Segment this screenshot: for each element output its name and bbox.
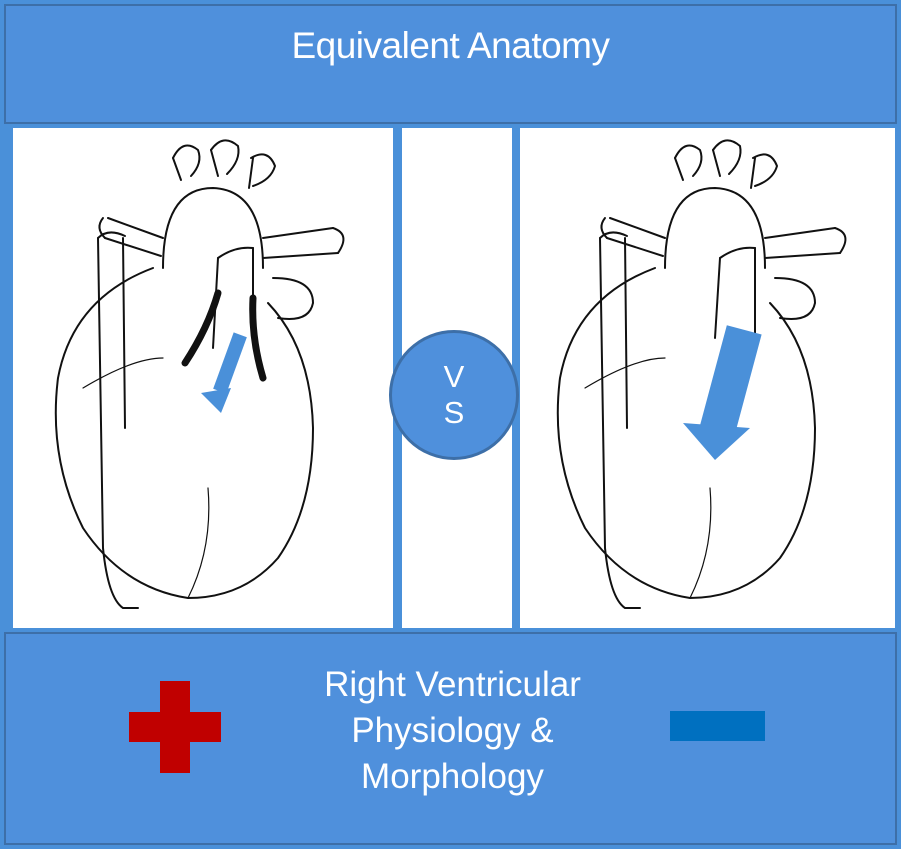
right-heart-panel: [520, 128, 895, 628]
footer-label: Right Ventricular Physiology & Morpholog…: [256, 662, 649, 800]
vs-letter-v: V: [444, 359, 465, 395]
footer-banner: Right Ventricular Physiology & Morpholog…: [4, 632, 897, 845]
left-heart-illustration: [13, 128, 393, 628]
footer-line-1: Right Ventricular: [256, 662, 649, 708]
plus-icon: [129, 681, 221, 773]
small-flow-arrow: [201, 332, 247, 413]
header-banner: Equivalent Anatomy: [4, 4, 897, 124]
vs-badge: V S: [389, 330, 519, 460]
large-flow-arrow: [683, 325, 762, 460]
left-heart-panel: [13, 128, 393, 628]
footer-line-3: Morphology: [256, 754, 649, 800]
footer-line-2: Physiology &: [256, 708, 649, 754]
right-heart-illustration: [520, 128, 895, 628]
vs-letter-s: S: [444, 395, 465, 431]
minus-icon: [670, 711, 765, 741]
header-title: Equivalent Anatomy: [291, 25, 609, 67]
